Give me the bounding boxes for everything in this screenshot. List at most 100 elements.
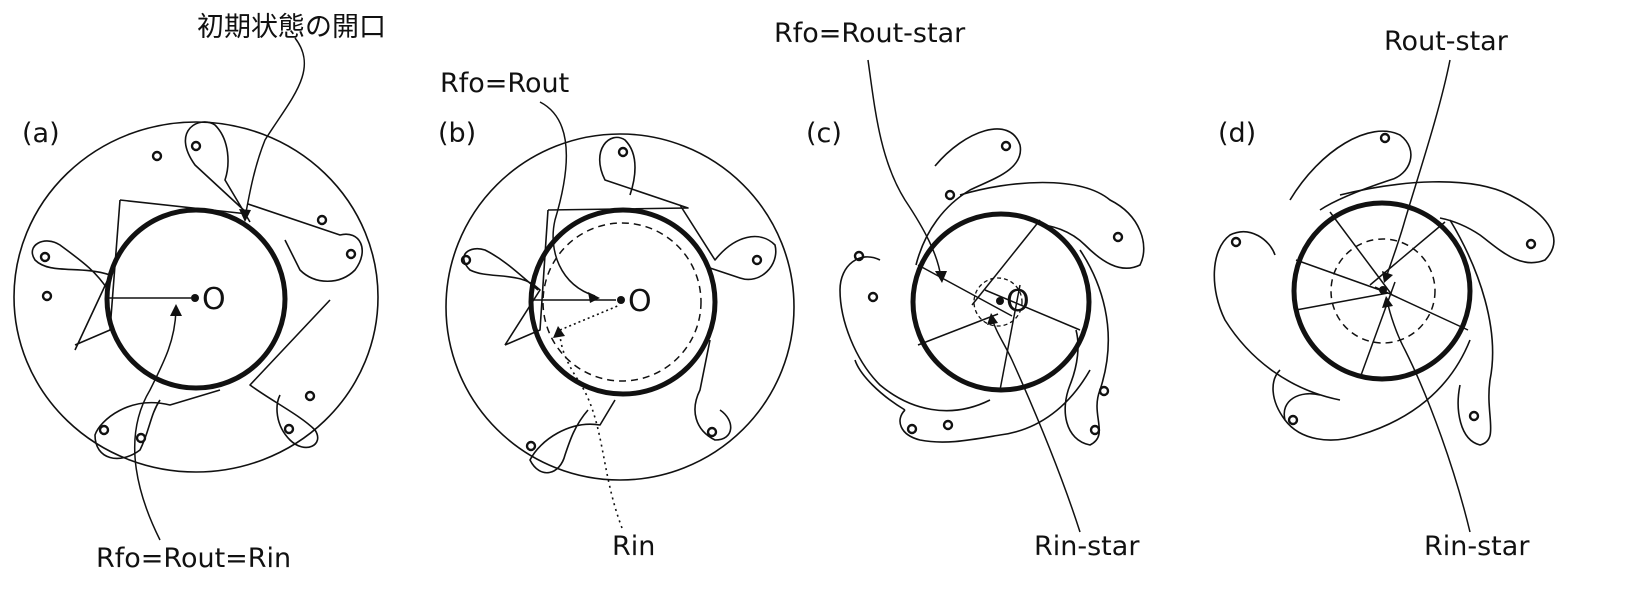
pin-icon <box>751 254 763 266</box>
panel-a-blade <box>247 203 364 282</box>
panel-b-pins <box>460 146 763 452</box>
pin-icon <box>906 423 918 435</box>
panel-a-top-annotation: 初期状態の開口 <box>197 12 386 43</box>
pin-icon <box>706 426 718 438</box>
panel-d-star-opening <box>1295 211 1469 379</box>
panel-c-bottom-annotation: Rin-star <box>1034 531 1140 562</box>
pin-icon <box>151 150 163 162</box>
pin-icon <box>316 214 328 226</box>
panel-a-blade <box>94 389 221 460</box>
panel-c-pins <box>853 140 1124 436</box>
panel-c-top-leader <box>867 59 942 279</box>
panel-c-label: (c) <box>806 118 842 149</box>
panel-c-center-dot <box>996 297 1004 305</box>
pin-icon <box>460 254 472 266</box>
pin-icon <box>1000 140 1012 152</box>
pin-icon <box>1468 410 1480 422</box>
pin-icon <box>41 290 53 302</box>
arrowhead-icon <box>1382 296 1393 308</box>
panel-d-blades <box>1213 130 1555 446</box>
arrowhead-icon <box>553 326 565 338</box>
panel-a-base-plate <box>13 121 379 473</box>
panel-d-blade <box>1339 181 1555 264</box>
panel-c-aperture-circle <box>910 211 1092 393</box>
panel-d-bottom-annotation: Rin-star <box>1424 531 1530 562</box>
pin-icon <box>304 390 316 402</box>
pin-icon <box>1379 132 1391 144</box>
panel-d-bottom-leader <box>1386 299 1471 533</box>
panel-d-aperture-circle <box>1291 200 1473 382</box>
panel-b-bottom-annotation: Rin <box>612 531 655 562</box>
panel-b-blades <box>463 136 777 474</box>
pin-icon <box>345 248 357 260</box>
panel-a-center-dot <box>191 294 199 302</box>
panel-b-blade <box>463 248 541 346</box>
panel-c: (c) O <box>774 18 1145 562</box>
panel-d-center-dot <box>1379 286 1387 294</box>
panel-d-blade <box>1213 230 1341 401</box>
panel-b-rin-line <box>559 304 621 331</box>
panel-a-aperture-circle <box>104 207 288 391</box>
panel-a-center-label: O <box>202 282 226 317</box>
panel-b-center-label: O <box>628 284 652 319</box>
panel-b: (b) O Rfo=Rout Rin <box>438 68 795 562</box>
panel-d-pins <box>1230 132 1537 426</box>
pin-icon <box>283 423 295 435</box>
panel-b-top-leader <box>539 101 596 297</box>
panel-d-blade <box>1449 219 1494 446</box>
panel-c-blade <box>899 369 1091 443</box>
panel-a-bottom-leader <box>133 309 177 541</box>
panel-b-blade <box>679 204 777 281</box>
panel-d-blade <box>1289 130 1412 211</box>
panel-d: (d) Rout-sta <box>1213 26 1555 562</box>
panel-d-top-leader <box>1385 59 1451 279</box>
panel-b-blade <box>694 339 732 441</box>
pin-icon <box>1525 238 1537 250</box>
panel-a-top-leader <box>244 37 306 219</box>
panel-a-blade <box>31 240 111 351</box>
panel-c-bottom-leader <box>991 317 1081 533</box>
pin-icon <box>944 189 956 201</box>
panel-c-blades <box>839 128 1145 446</box>
pin-icon <box>867 291 879 303</box>
panel-b-blade <box>547 136 689 211</box>
arrowhead-icon <box>239 209 251 222</box>
pin-icon <box>1112 231 1124 243</box>
panel-d-inner-dashed-circle <box>1330 238 1436 344</box>
panel-b-top-annotation: Rfo=Rout <box>440 68 569 99</box>
panel-d-label: (d) <box>1218 118 1256 149</box>
panel-c-inner-dashed-circle <box>973 277 1023 327</box>
arrowhead-icon <box>170 304 182 316</box>
panel-c-top-annotation: Rfo=Rout-star <box>774 18 966 49</box>
panel-d-blade <box>1283 339 1471 441</box>
panel-c-blade <box>959 181 1145 270</box>
panel-b-base-plate <box>445 133 795 481</box>
pin-icon <box>853 250 865 262</box>
pin-icon <box>98 424 110 436</box>
arrowhead-icon <box>987 313 998 325</box>
panel-a-blades <box>31 121 364 460</box>
panel-a-bottom-annotation: Rfo=Rout=Rin <box>96 543 291 574</box>
pin-icon <box>135 432 147 444</box>
arrowhead-icon <box>1382 271 1393 283</box>
panel-b-blade <box>529 399 616 474</box>
pin-icon <box>1230 236 1242 248</box>
panel-a-blade <box>119 121 251 223</box>
panel-b-aperture-circle <box>528 207 718 397</box>
arrowhead-icon <box>588 292 600 303</box>
pin-icon <box>1089 424 1101 436</box>
panel-a-label: (a) <box>22 118 60 149</box>
pin-icon <box>1098 385 1110 397</box>
panel-c-blade <box>915 128 1022 266</box>
panel-b-bottom-leader <box>559 331 623 529</box>
panel-a-blade <box>249 299 331 449</box>
pin-icon <box>1287 414 1299 426</box>
panel-a-pins <box>39 140 357 444</box>
pin-icon <box>525 440 537 452</box>
panel-a: (a) O <box>13 12 386 574</box>
pin-icon <box>39 251 51 263</box>
panel-c-blade <box>839 256 991 412</box>
panel-b-label: (b) <box>438 118 476 149</box>
panel-b-center-dot <box>617 296 625 304</box>
